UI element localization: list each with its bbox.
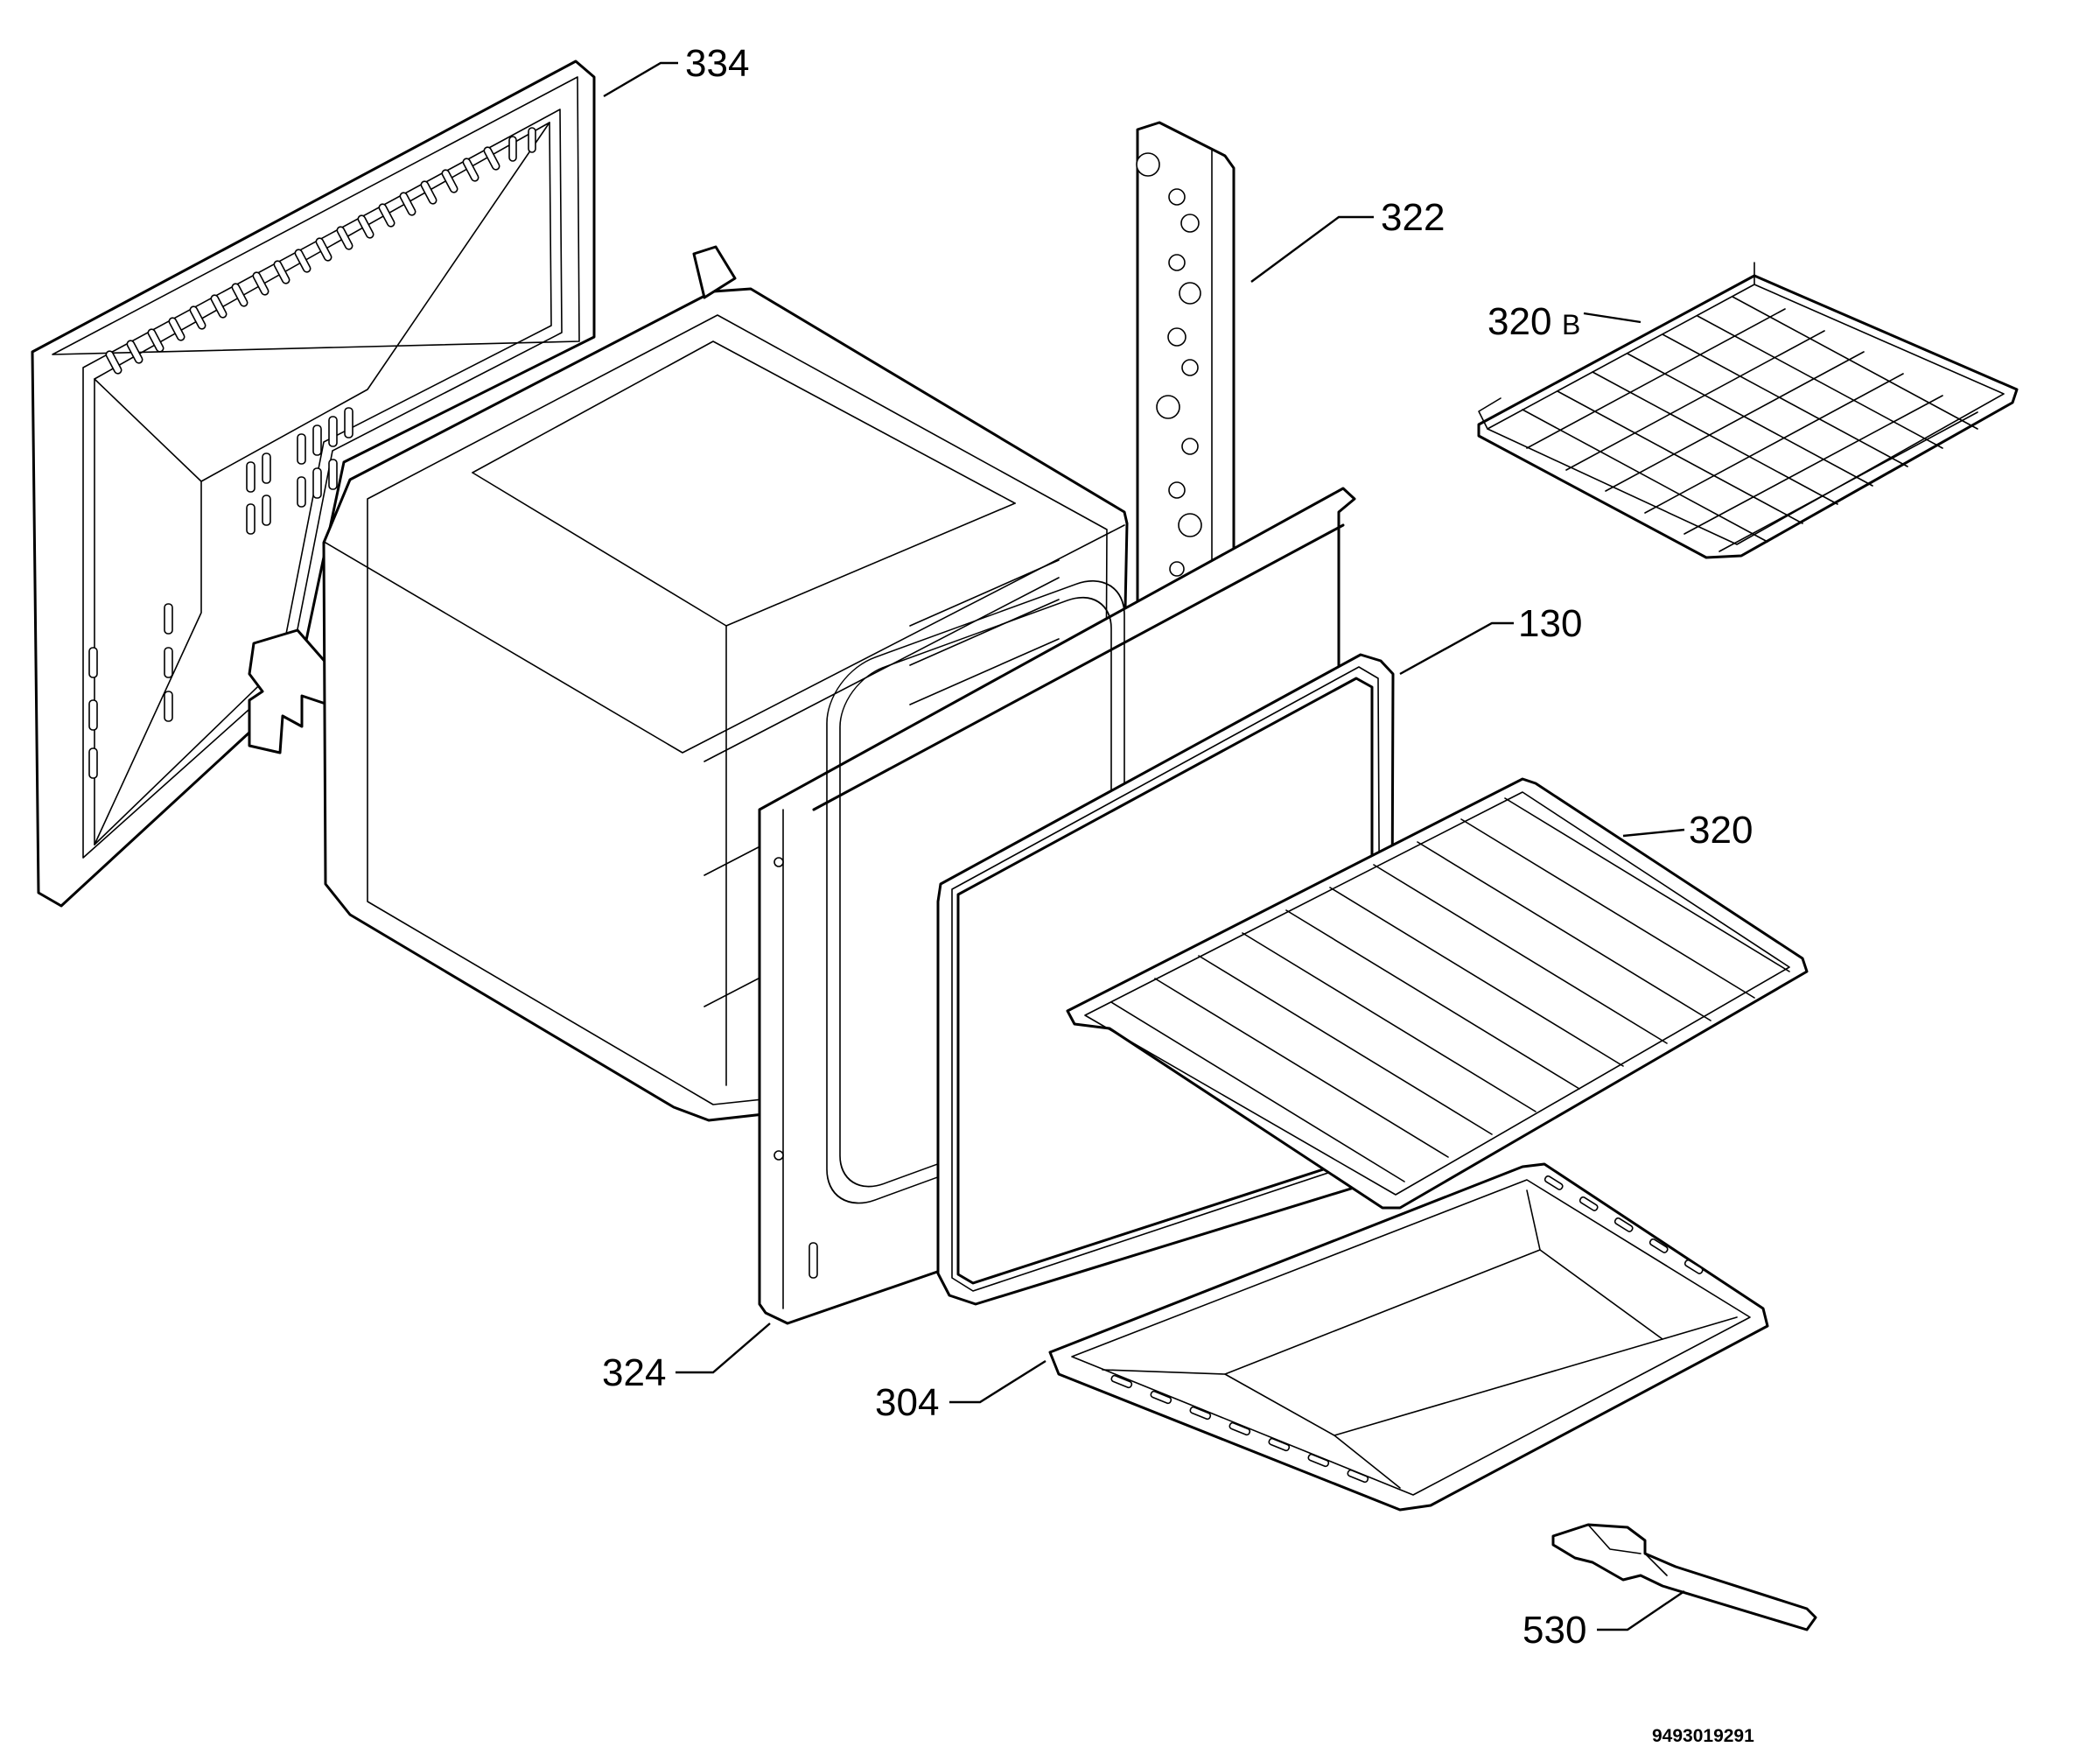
document-code: 9493019291 <box>1652 1726 1754 1746</box>
label-320b-suffix: B <box>1562 309 1580 340</box>
part-320-wire-shelf <box>1066 777 1809 1210</box>
rack-grid <box>1522 296 1978 552</box>
label-320b: 320 <box>1488 300 1551 343</box>
rear-panel-vent-slots <box>88 127 536 779</box>
label-322: 322 <box>1381 196 1445 239</box>
part-320b-grill-rack <box>1477 262 2019 559</box>
part-304-baking-tray <box>1048 1162 1769 1512</box>
leader-lines <box>603 61 1685 1631</box>
shelf-rods <box>1110 797 1790 1182</box>
part-530-tray-handle <box>1551 1523 1817 1631</box>
label-320: 320 <box>1689 809 1753 852</box>
label-334: 334 <box>685 42 749 85</box>
tray-rim-slots <box>1110 1175 1704 1484</box>
part-334-rear-panel <box>31 60 596 908</box>
label-530: 530 <box>1522 1609 1586 1652</box>
label-130: 130 <box>1518 602 1582 645</box>
label-304: 304 <box>875 1381 939 1424</box>
label-324: 324 <box>602 1351 666 1394</box>
